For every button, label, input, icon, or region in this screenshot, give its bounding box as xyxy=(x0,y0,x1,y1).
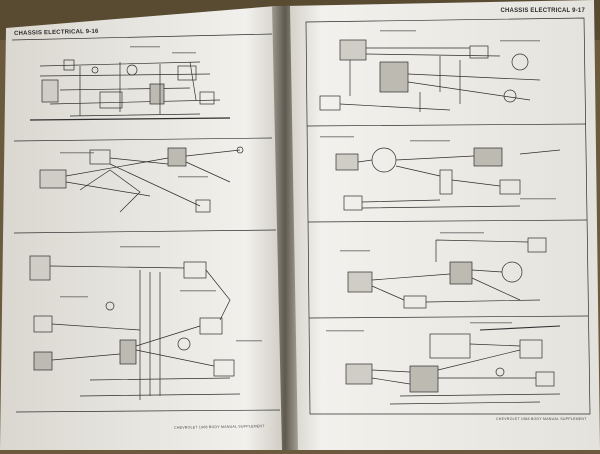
book-gutter xyxy=(272,6,298,450)
left-page xyxy=(0,6,290,450)
right-page-footer: CHEVROLET 1968 BODY MANUAL SUPPLEMENT xyxy=(496,417,587,421)
right-page-diagrams xyxy=(305,17,591,415)
wiring-diagram-5 xyxy=(335,147,561,211)
wiring-diagram-4 xyxy=(319,39,541,112)
wiring-diagram-3 xyxy=(29,255,241,400)
right-page-header: CHASSIS ELECTRICAL 9-17 xyxy=(500,8,585,14)
right-page xyxy=(284,0,600,450)
wiring-diagram-1 xyxy=(29,59,231,121)
diagram-label-texture xyxy=(60,30,556,342)
left-page-diagrams xyxy=(11,33,281,413)
wiring-diagram-2 xyxy=(39,146,244,213)
wiring-diagram-6 xyxy=(347,237,547,309)
wiring-diagram-7 xyxy=(345,325,561,405)
